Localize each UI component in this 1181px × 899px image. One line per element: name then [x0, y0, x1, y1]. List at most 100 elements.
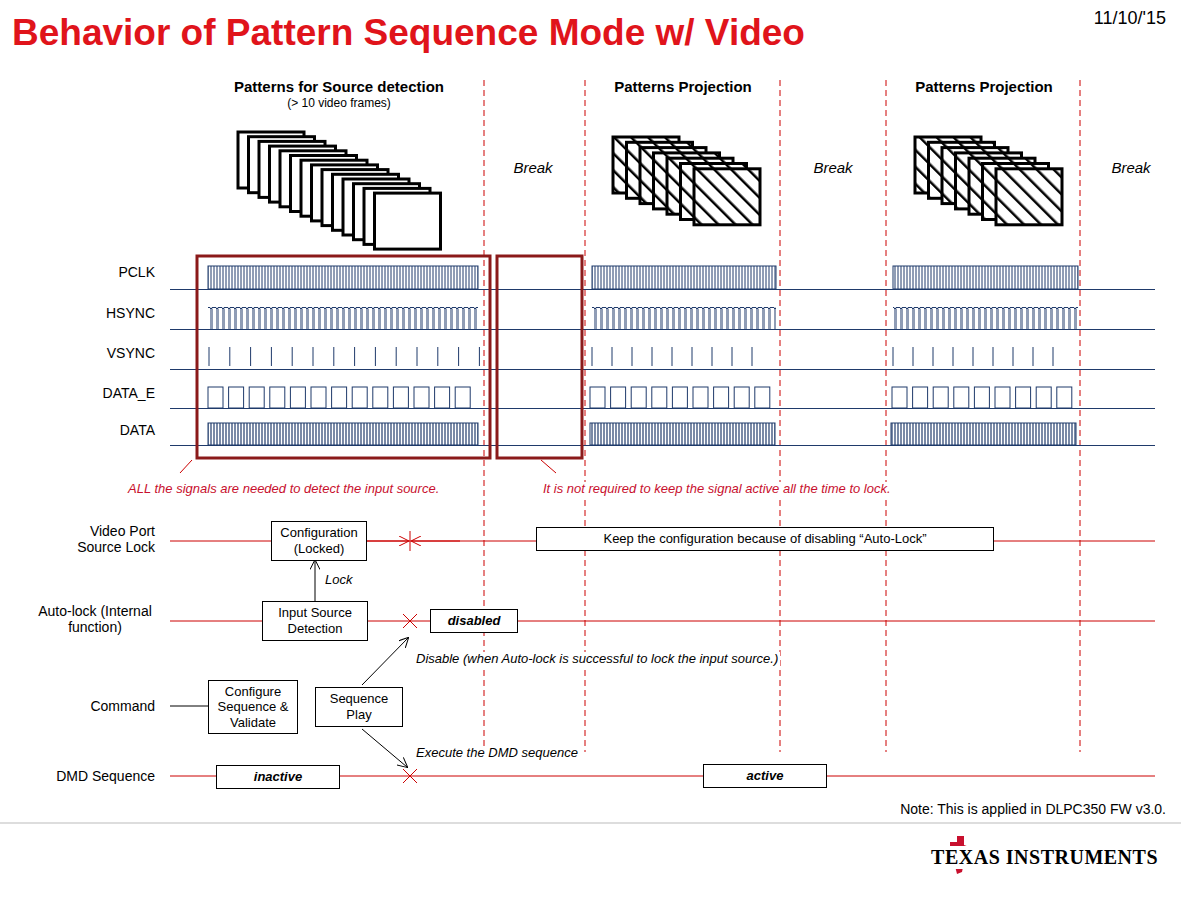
vsync-pulse: [632, 347, 633, 366]
company-logo-text: TEXAS INSTRUMENTS: [929, 846, 1160, 869]
vsync-pulse: [313, 347, 314, 366]
vsync-pulse: [712, 347, 713, 366]
column-subheader: (> 10 video frames): [285, 97, 393, 111]
vsync-pulse: [672, 347, 673, 366]
note-leaders: [180, 460, 556, 473]
vsync-pulse: [250, 347, 251, 366]
data-enable-pulse: [714, 387, 729, 408]
vsync-pulse: [1033, 347, 1034, 366]
process-box: Input Source Detection: [262, 601, 368, 640]
vsync-pulse: [479, 347, 480, 366]
data-enable-pulse: [933, 387, 948, 408]
vsync-pulse: [973, 347, 974, 366]
vsync-pulse: [292, 347, 293, 366]
row-label: Video Port Source Lock: [69, 523, 157, 555]
data-enable-pulse: [590, 387, 605, 408]
process-box: Configuration (Locked): [271, 521, 367, 560]
process-box: disabled: [430, 609, 518, 633]
row-label: DMD Sequence: [54, 768, 157, 784]
data-enable-pulse: [249, 387, 264, 408]
box-text: Input Source Detection: [267, 605, 363, 636]
hatched-frame: [694, 169, 760, 225]
box-text: inactive: [221, 769, 335, 785]
vsync-pulse: [993, 347, 994, 366]
vsync-pulse: [209, 347, 210, 366]
data-enable-pulse: [270, 387, 285, 408]
data-enable-pulse: [352, 387, 367, 408]
data-enable-pulse: [611, 387, 626, 408]
vsync-pulse: [1013, 347, 1014, 366]
process-box: inactive: [216, 765, 340, 789]
signal-waveforms: [208, 266, 1078, 445]
data-enable-pulse: [1016, 387, 1031, 408]
vsync-pulse: [752, 347, 753, 366]
data-enable-pulse: [373, 387, 388, 408]
white-frame: [375, 193, 441, 249]
edge-label: Lock: [323, 573, 354, 588]
signal-name: HSYNC: [104, 305, 157, 321]
box-text: Keep the configuration because of disabl…: [541, 531, 989, 547]
vsync-pulse: [333, 347, 334, 366]
data-enable-pulse: [631, 387, 646, 408]
vsync-pulse: [933, 347, 934, 366]
data-enable-pulse: [954, 387, 969, 408]
data-enable-pulse: [913, 387, 928, 408]
data-enable-pulse: [290, 387, 305, 408]
data-enable-pulse: [311, 387, 326, 408]
vsync-pulse: [354, 347, 355, 366]
row-timelines: [170, 541, 1155, 776]
highlight-boxes: [197, 256, 582, 458]
slide-title: Behavior of Pattern Sequence Mode w/ Vid…: [10, 12, 807, 55]
vsync-pulse: [732, 347, 733, 366]
vsync-pulse: [692, 347, 693, 366]
process-box: Configure Sequence & Validate: [208, 680, 298, 735]
date: 11/10/'15: [1092, 8, 1168, 29]
vsync-pulse: [437, 347, 438, 366]
process-box: Keep the configuration because of disabl…: [536, 527, 994, 551]
vsync-pulse: [375, 347, 376, 366]
data-enable-pulse: [755, 387, 770, 408]
hatched-frame: [996, 169, 1062, 225]
data-enable-pulse: [455, 387, 470, 408]
vsync-pulse: [592, 347, 593, 366]
box-text: active: [708, 768, 822, 784]
break-label: Break: [511, 159, 554, 176]
data-enable-pulse: [672, 387, 687, 408]
footer-rule: [0, 823, 1181, 824]
box-text: Configure Sequence & Validate: [213, 684, 293, 731]
data-enable-pulse: [1057, 387, 1072, 408]
data-enable-pulse: [332, 387, 347, 408]
process-box: Sequence Play: [315, 687, 403, 726]
data-enable-pulse: [734, 387, 749, 408]
data-enable-pulse: [435, 387, 450, 408]
column-header: Patterns for Source detection: [232, 78, 446, 95]
data-enable-pulse: [892, 387, 907, 408]
vsync-pulse: [953, 347, 954, 366]
note: ALL the signals are needed to detect the…: [126, 482, 441, 497]
annotation: Execute the DMD sequence: [414, 746, 580, 761]
note: It is not required to keep the signal ac…: [541, 482, 893, 497]
vsync-pulse: [229, 347, 230, 366]
data-enable-pulse: [652, 387, 667, 408]
box-text: disabled: [435, 613, 513, 629]
signal-baselines: [170, 290, 1155, 446]
signal-name: DATA_E: [101, 385, 157, 401]
process-box: active: [703, 764, 827, 788]
column-header: Patterns Projection: [612, 78, 754, 95]
annotation: Disable (when Auto-lock is successful to…: [414, 652, 780, 667]
vsync-pulse: [893, 347, 894, 366]
box-text: Configuration (Locked): [276, 525, 362, 556]
vsync-pulse: [1053, 347, 1054, 366]
signal-name: VSYNC: [105, 345, 157, 361]
vsync-pulse: [652, 347, 653, 366]
break-label: Break: [811, 159, 854, 176]
data-enable-pulse: [1036, 387, 1051, 408]
vsync-pulse: [458, 347, 459, 366]
signal-name: DATA: [118, 422, 157, 438]
vsync-pulse: [417, 347, 418, 366]
vsync-pulse: [913, 347, 914, 366]
data-enable-pulse: [995, 387, 1010, 408]
box-text: Sequence Play: [320, 691, 398, 722]
